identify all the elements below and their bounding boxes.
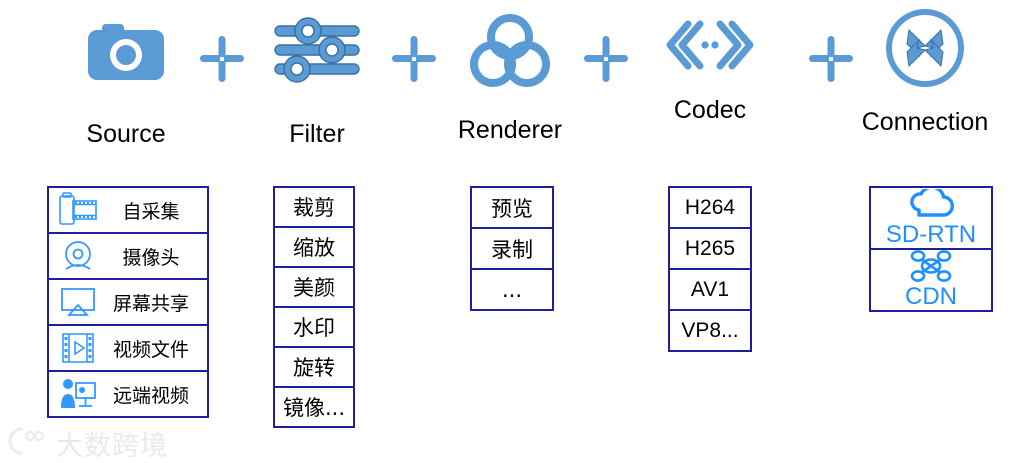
plus-icon [580,33,632,85]
pipeline-header-row: Source [0,0,1018,160]
list-item-label: 屏幕共享 [112,292,189,315]
option-list-renderer: 预览 录制 ... [470,186,554,311]
option-list-filter: 裁剪 缩放 美颜 水印 旋转 镜像... [273,186,355,428]
list-item[interactable]: 水印 [273,306,355,348]
stage-label-connection: Connection [861,108,989,136]
list-item[interactable]: 裁剪 [273,186,355,228]
list-item[interactable]: 预览 [470,186,554,229]
list-item-label: 水印 [293,316,335,340]
list-item[interactable]: H264 [668,186,752,229]
list-item-label: 缩放 [293,236,335,260]
list-item[interactable]: 远端视频 [47,370,209,418]
stage-filter[interactable]: Filter [256,0,378,147]
list-item-label: 镜像... [282,396,346,420]
list-item-label: H265 [684,236,736,260]
watermark: 大数跨境 [8,424,168,463]
plus-icon [388,33,440,85]
stage-label-filter: Filter [289,120,345,148]
list-item[interactable]: AV1 [668,268,752,311]
list-item[interactable]: SD-RTN [869,186,993,250]
list-item[interactable]: 录制 [470,227,554,270]
three-circles-icon [447,0,573,100]
plus-icon [805,33,857,85]
list-item[interactable]: H265 [668,227,752,270]
cloud-icon [903,188,959,220]
list-item[interactable]: 视频文件 [47,324,209,372]
list-item[interactable]: 美颜 [273,266,355,308]
list-item-label: ... [501,277,523,302]
list-item-label: H264 [684,195,736,219]
stage-label-source: Source [86,120,166,148]
sliders-icon [256,0,378,100]
network-nodes-icon [903,249,959,282]
option-list-codec: H264 H265 AV1 VP8... [668,186,752,352]
list-item-label: CDN [905,282,957,310]
list-item-label: 自采集 [122,200,180,223]
list-item[interactable]: VP8... [668,309,752,352]
list-item-label: 录制 [491,237,533,262]
stage-renderer[interactable]: Renderer [447,0,573,143]
list-item[interactable]: 自采集 [47,186,209,234]
stage-codec[interactable]: Codec [646,0,774,123]
list-item-label: 摄像头 [122,246,180,269]
code-brackets-icon [646,0,774,92]
expand-arrows-circle-icon [855,0,995,96]
stage-label-codec: Codec [673,96,747,124]
list-item[interactable]: 旋转 [273,346,355,388]
video-file-icon [55,328,101,368]
film-roll-icon [55,190,101,230]
option-list-source: 自采集 摄像头 [47,186,209,418]
stage-connection[interactable]: Connection [855,0,995,135]
list-item-label: 预览 [491,196,533,221]
list-item-label: 视频文件 [112,338,189,361]
list-item[interactable]: 屏幕共享 [47,278,209,326]
webcam-icon [55,236,101,276]
list-item-label: AV1 [690,277,730,301]
list-item-label: 美颜 [293,276,335,300]
list-item[interactable]: 镜像... [273,386,355,428]
list-item-label: 裁剪 [293,196,335,220]
list-item-label: 远端视频 [112,384,189,407]
option-list-connection: SD-RTN CDN [869,186,993,312]
list-item-label: 旋转 [293,356,335,380]
list-item-label: SD-RTN [885,220,977,248]
camera-icon [62,0,190,100]
list-item[interactable]: ... [470,268,554,311]
screen-share-icon [55,282,101,322]
list-item[interactable]: 缩放 [273,226,355,268]
list-item[interactable]: 摄像头 [47,232,209,280]
remote-video-icon [55,374,101,414]
watermark-text: 大数跨境 [56,431,168,462]
list-item[interactable]: CDN [869,248,993,312]
plus-icon [196,33,248,85]
list-item-label: VP8... [681,318,739,342]
stage-source[interactable]: Source [62,0,190,147]
brand-logo-icon [8,426,48,461]
stage-label-renderer: Renderer [457,116,563,144]
